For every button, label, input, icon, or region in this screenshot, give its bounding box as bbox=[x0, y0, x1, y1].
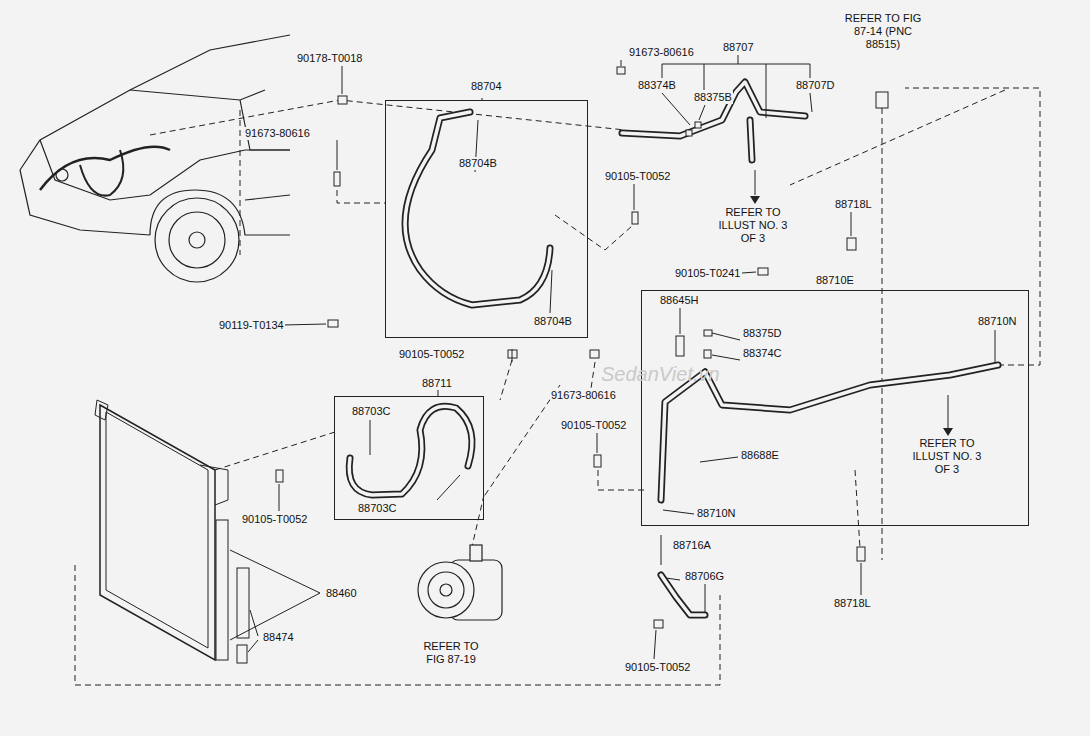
callout-number: 88688E bbox=[740, 449, 780, 462]
callout-number: 88460 bbox=[325, 587, 358, 600]
callout-number: 88703C bbox=[351, 405, 392, 418]
callout-number: 88374C bbox=[742, 347, 783, 360]
callout-number: 90105-T0052 bbox=[241, 513, 308, 526]
callout-number: 91673-80616 bbox=[550, 389, 617, 402]
callout-number: 88704B bbox=[533, 315, 573, 328]
part-group-box: 8871188703C88703C bbox=[334, 396, 484, 520]
callout-number: 90105-T0052 bbox=[624, 661, 691, 674]
callout-number: 88474 bbox=[262, 631, 295, 644]
callout-number: REFER TO ILLUST NO. 3 OF 3 bbox=[910, 437, 984, 476]
callout-number: 88710N bbox=[977, 315, 1018, 328]
callout-number: 90105-T0052 bbox=[398, 348, 465, 361]
callout-number: 90178-T0018 bbox=[296, 52, 363, 65]
callout-number: 88703C bbox=[357, 502, 398, 515]
callout-number: 88718L bbox=[834, 198, 873, 211]
part-group-box: 88710E88645H88375D88374C88710NREFER TO I… bbox=[641, 290, 1029, 526]
callout-number: 88704B bbox=[458, 157, 498, 170]
callout-number: 88645H bbox=[659, 294, 700, 307]
group-number: 88711 bbox=[421, 377, 453, 390]
callout-number: REFER TO ILLUST NO. 3 OF 3 bbox=[716, 206, 790, 245]
callout-number: 90119-T0134 bbox=[218, 319, 285, 332]
callout-number: 88710N bbox=[696, 507, 737, 520]
callout-number: 88706G bbox=[684, 570, 725, 583]
callout-number: REFER TO FIG 87-19 bbox=[418, 640, 484, 666]
callout-number: 88716A bbox=[672, 539, 712, 552]
callout-number: 91673-80616 bbox=[628, 46, 695, 59]
callout-number: 90105-T0241 bbox=[674, 267, 741, 280]
callout-number: REFER TO FIG 87-14 (PNC 88515) bbox=[838, 12, 928, 51]
group-number: 88704 bbox=[470, 80, 503, 93]
watermark: SedanViet.vn bbox=[600, 362, 721, 386]
callout-number: 88375B bbox=[693, 91, 733, 104]
callout-number: 88374B bbox=[637, 79, 677, 92]
group-number: 88710E bbox=[815, 274, 855, 287]
callout-number: 90105-T0052 bbox=[560, 419, 627, 432]
part-group-box: 8870488704B88704B bbox=[385, 100, 588, 338]
callout-number: 88707D bbox=[795, 79, 836, 92]
callout-number: 88707 bbox=[722, 41, 755, 54]
callout-number: 91673-80616 bbox=[244, 127, 311, 140]
callout-number: 88718L bbox=[833, 597, 872, 610]
callout-number: 90105-T0052 bbox=[604, 170, 671, 183]
callout-number: 88375D bbox=[742, 327, 783, 340]
